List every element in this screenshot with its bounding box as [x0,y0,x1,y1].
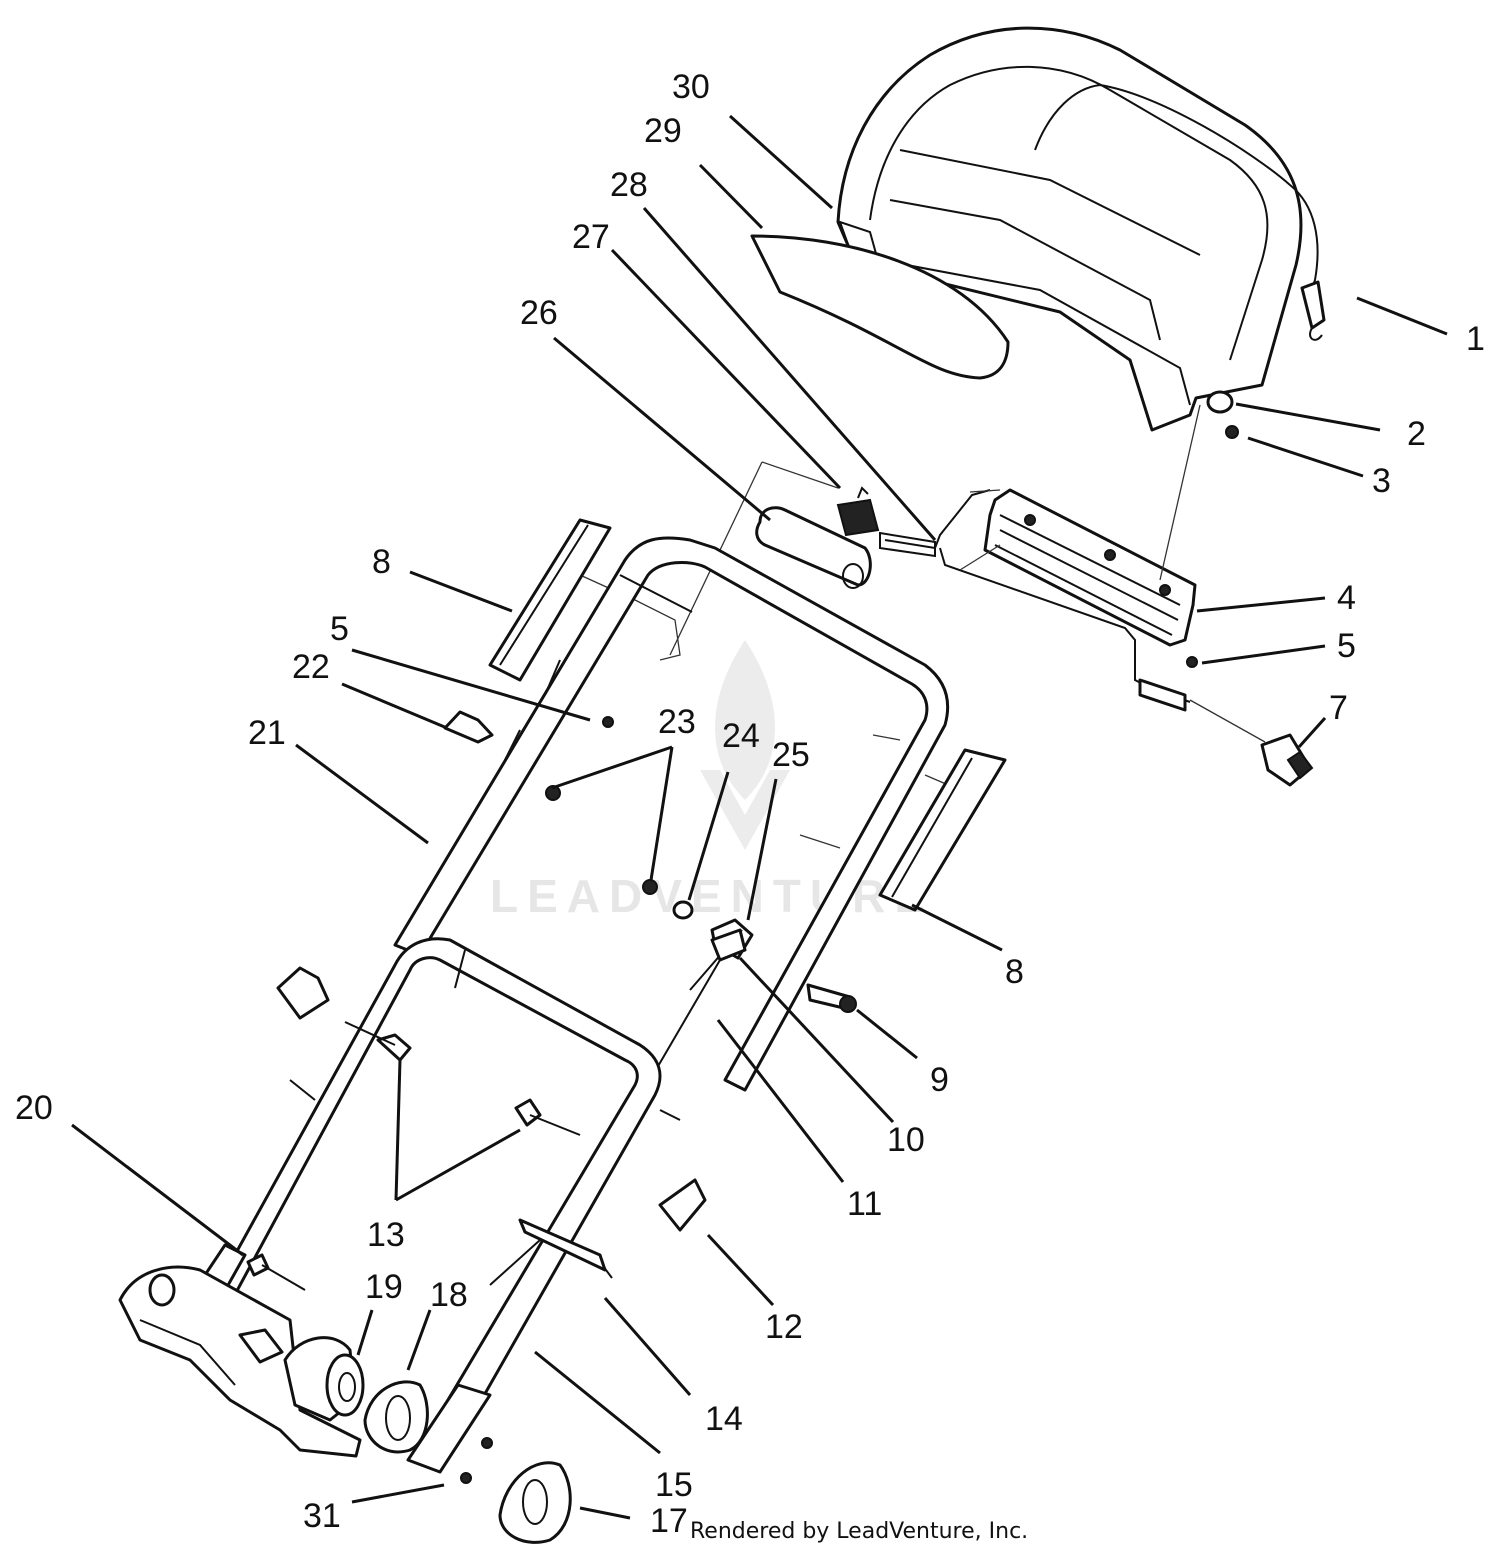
wheel-17 [498,1461,572,1544]
bail-rod-pin [879,531,936,558]
nut-23-lower [642,879,658,895]
callout-7: 7 [1329,689,1348,727]
callout-13: 13 [367,1216,405,1254]
callout-5-right: 5 [1337,627,1356,665]
callout-30: 30 [672,68,710,106]
watermark-text: LEADVENTURE [490,870,934,922]
cable-cover-tube-end [842,563,864,589]
callout-24: 24 [722,717,760,755]
handle-grip-left [488,518,612,682]
callout-labels: 1 2 3 4 5 5 7 8 8 9 10 11 12 13 14 15 17… [15,68,1485,1540]
callout-20: 20 [15,1089,53,1127]
callout-1: 1 [1466,320,1485,358]
screw-5-right [1186,656,1198,668]
cable-connector-cap [1286,750,1314,780]
callout-17: 17 [650,1502,688,1540]
upper-handle [393,536,950,1092]
callout-8-right: 8 [1005,953,1024,991]
bag-clip-strip [750,234,1010,380]
handle-grip-left-edge [499,524,589,666]
screw-31-a [481,1437,493,1449]
bag-frame-wire [1034,83,1319,301]
pivot-bolt-20-shaft [261,1264,306,1291]
callout-23: 23 [658,703,696,741]
bag-screw-part-3 [1225,425,1239,439]
mower-deck-rear [118,1265,362,1458]
leader-lines [71,114,1448,1520]
callout-28: 28 [610,166,648,204]
bag-frame-wire-end-cap [1309,327,1323,341]
pivot-bolt-9-head [839,995,857,1013]
callout-31: 31 [303,1497,341,1535]
spring-tab [857,486,869,499]
callout-29: 29 [644,112,682,150]
callout-19: 19 [365,1268,403,1306]
callout-12: 12 [765,1308,803,1346]
callout-18: 18 [430,1276,468,1314]
knob-22 [443,710,494,744]
screw-5-left [602,716,614,728]
wheel-bearing-19 [325,1353,365,1417]
callout-2: 2 [1407,415,1426,453]
bail-rod-sleeve [1138,678,1187,712]
handle-grip-right [878,748,1007,912]
render-credit: Rendered by LeadVenture, Inc. [690,1519,1028,1544]
spring [836,498,880,537]
washer-24 [672,900,694,920]
handle-grip-right-edge [891,757,973,898]
screw-31-b [460,1472,472,1484]
callout-5-left: 5 [330,610,349,648]
handle-bracket [983,488,1197,647]
wheel-18-inner [385,1395,411,1441]
bag-frame-wire-end [1300,280,1326,330]
handle-knob-right [658,1178,707,1232]
wheel-18 [363,1380,429,1454]
callout-9: 9 [930,1061,949,1099]
grass-bag [836,26,1303,432]
callout-14: 14 [705,1400,743,1438]
callout-15: 15 [655,1466,693,1504]
callout-25: 25 [772,736,810,774]
wheel-bearing-19-inner [338,1372,356,1402]
watermark-flame-icon [715,640,775,800]
rod-14-bar [518,1218,607,1272]
callout-21: 21 [248,714,286,752]
callout-10: 10 [887,1121,925,1159]
pivot-bolt-13-right-shaft [529,1114,581,1136]
nut-23-upper [545,785,561,801]
callout-26: 26 [520,294,558,332]
lower-handle-right-end [406,1383,492,1474]
cable-cover-tube [755,506,872,587]
pivot-bolt-13-left-shaft [344,1021,396,1046]
callout-22: 22 [292,648,330,686]
pivot-bolt-13-right [514,1098,542,1127]
handle-knob-left [276,966,330,1020]
callout-3: 3 [1372,462,1391,500]
bag-clip-part-2 [1206,390,1234,414]
callout-11: 11 [847,1185,882,1223]
callout-27: 27 [572,218,610,256]
callout-8-left: 8 [372,543,391,581]
callout-4: 4 [1337,579,1356,617]
wheel-17-inner [522,1479,548,1525]
cable-clip-10 [710,928,747,962]
